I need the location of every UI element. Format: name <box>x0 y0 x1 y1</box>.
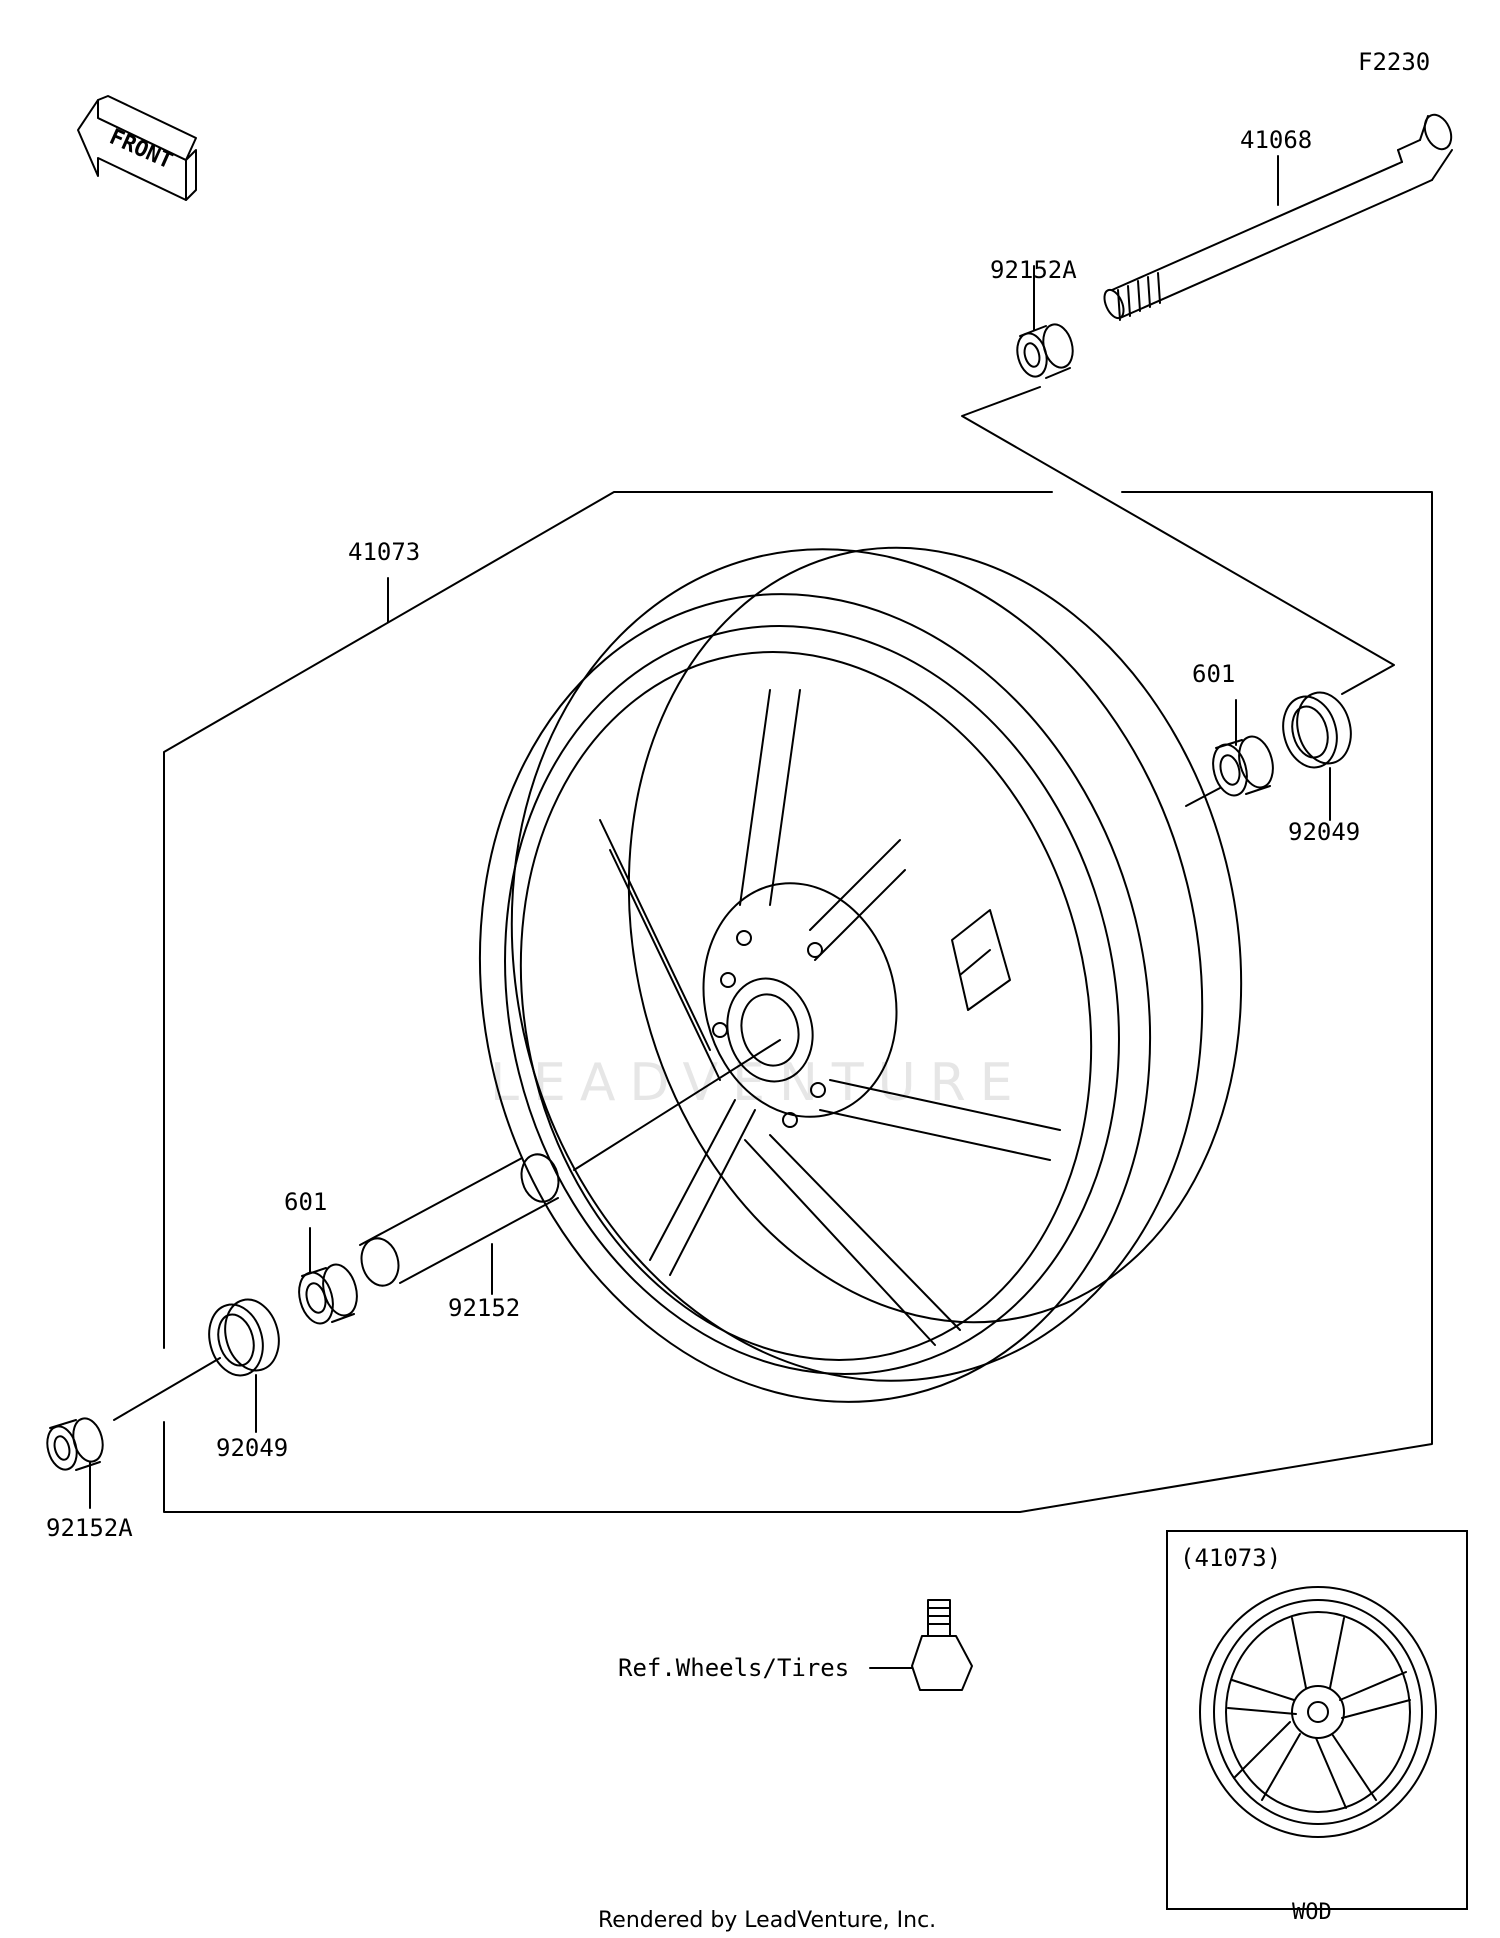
collar-92152a-right[interactable] <box>1013 321 1077 380</box>
seal-92049-right[interactable] <box>1276 686 1359 773</box>
axle-41068[interactable] <box>1101 111 1457 321</box>
inset-label: (41073) <box>1180 1544 1282 1572</box>
diagram-id: F2230 <box>1358 48 1431 76</box>
reference-wheels-tires[interactable]: Ref.Wheels/Tires <box>618 1654 850 1682</box>
inset-panel <box>1166 1530 1468 1910</box>
label-axle-41068[interactable]: 41068 <box>1240 126 1313 154</box>
footer-credit: Rendered by LeadVenture, Inc. <box>598 1908 937 1933</box>
label-bearing-601-left[interactable]: 601 <box>284 1188 328 1216</box>
valve-stem-icon <box>911 1599 973 1691</box>
label-bearing-601-right[interactable]: 601 <box>1192 660 1236 688</box>
label-collar-92152a-left[interactable]: 92152A <box>46 1514 133 1542</box>
label-spacer-92152[interactable]: 92152 <box>448 1294 521 1322</box>
label-seal-92049-right[interactable]: 92049 <box>1288 818 1361 846</box>
bearing-601-left[interactable] <box>294 1261 362 1328</box>
spacer-92152[interactable] <box>356 1150 563 1290</box>
label-seal-92049-left[interactable]: 92049 <box>216 1434 289 1462</box>
label-wheel-41073[interactable]: 41073 <box>348 538 421 566</box>
watermark: LEADVENTURE <box>490 1053 1027 1113</box>
seal-92049-left[interactable] <box>202 1293 287 1381</box>
label-collar-92152a-right[interactable]: 92152A <box>990 256 1077 284</box>
exploded-outline <box>961 386 1395 695</box>
inset-wheel-wod <box>1199 1586 1437 1838</box>
bearing-601-right[interactable] <box>1208 733 1278 800</box>
inset-variant: WOD <box>1292 1900 1332 1925</box>
collar-92152a-left[interactable] <box>43 1415 107 1473</box>
wheel-41073[interactable] <box>396 475 1321 1473</box>
front-arrow-icon: FRONT <box>77 95 197 201</box>
